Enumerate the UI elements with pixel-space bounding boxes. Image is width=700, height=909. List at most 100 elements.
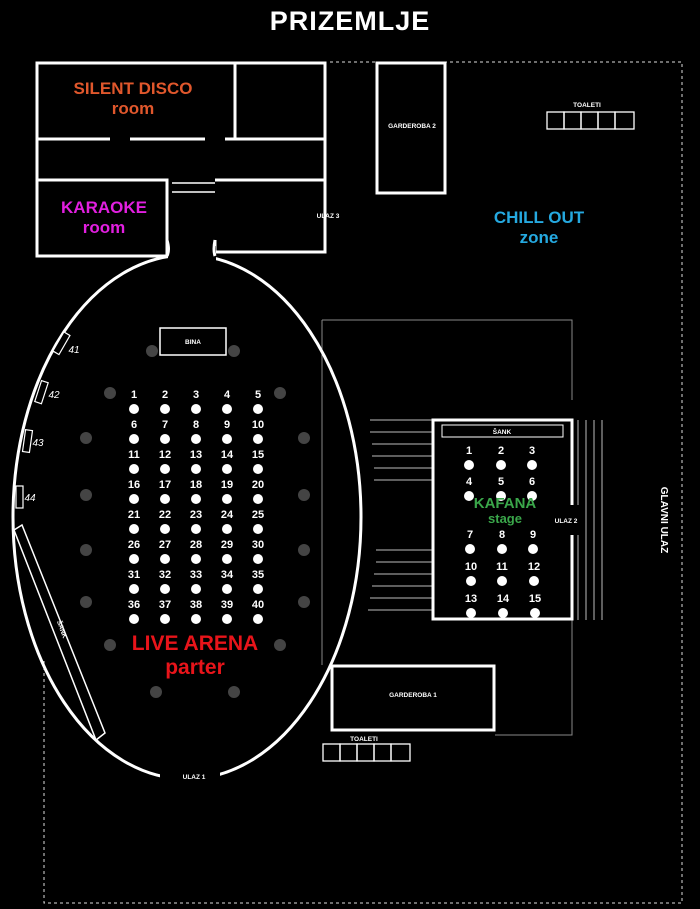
- arena-table-7: [160, 434, 170, 444]
- arena-table-label: 20: [252, 479, 264, 491]
- label-bina: BINA: [185, 339, 201, 346]
- arena-table-label: 19: [221, 479, 233, 491]
- arena-decor-dot: [150, 686, 162, 698]
- arena-table-label: 28: [190, 539, 202, 551]
- arena-table-label: 21: [128, 509, 140, 521]
- side-table-boxes: [15, 331, 71, 509]
- arena-table-label: 30: [252, 539, 264, 551]
- arena-table-label: 1: [131, 389, 137, 401]
- arena-table-label: 11: [128, 449, 140, 461]
- zone-karaoke: KARAOKE room: [40, 198, 168, 237]
- label-ulaz-3: ULAZ 3: [317, 213, 340, 220]
- arena-decor-dot: [104, 639, 116, 651]
- kafana-table-label: 11: [496, 561, 508, 573]
- arena-table-label: 5: [255, 389, 261, 401]
- kafana-table-9: [528, 544, 538, 554]
- arena-top-gap: [168, 246, 216, 266]
- arena-table-label: 9: [224, 419, 230, 431]
- arena-table-33: [191, 584, 201, 594]
- arena-table-label: 34: [221, 569, 234, 581]
- connector: [172, 182, 215, 193]
- arena-table-26: [129, 554, 139, 564]
- arena-table-label: 16: [128, 479, 140, 491]
- arena-table-19: [222, 494, 232, 504]
- arena-table-29: [222, 554, 232, 564]
- arena-table-28: [191, 554, 201, 564]
- arena-table-label: 8: [193, 419, 199, 431]
- garderoba-2-room: [375, 61, 447, 195]
- arena-table-3: [191, 404, 201, 414]
- arena-table-24: [222, 524, 232, 534]
- kafana-table-label: 1: [466, 445, 472, 457]
- arena-table-35: [253, 584, 263, 594]
- zone-silent-disco-sub: room: [111, 98, 155, 118]
- arena-table-25: [253, 524, 263, 534]
- kafana-table-label: 7: [467, 529, 473, 541]
- arena-table-label: 4: [224, 389, 231, 401]
- arena-table-label: 2: [162, 389, 168, 401]
- bina-stage: [159, 327, 227, 356]
- arena-table-20: [253, 494, 263, 504]
- ulaz-1-gap: [160, 770, 220, 784]
- arena-table-label: 33: [190, 569, 202, 581]
- toaleti-bottom-cubicles: [322, 743, 411, 762]
- arena-table-label: 18: [190, 479, 202, 491]
- arena-table-31: [129, 584, 139, 594]
- arena-table-label: 38: [190, 599, 202, 611]
- arena-table-27: [160, 554, 170, 564]
- arena-table-8: [191, 434, 201, 444]
- label-garderoba-1: GARDEROBA 1: [389, 692, 437, 699]
- arena-table-label: 32: [159, 569, 171, 581]
- arena-sank-bar: [13, 523, 106, 742]
- arena-table-18: [191, 494, 201, 504]
- zone-chill-out-sub: zone: [519, 227, 559, 247]
- kafana-table-label: 8: [499, 529, 505, 541]
- arena-table-21: [129, 524, 139, 534]
- arena-table-label: 31: [128, 569, 140, 581]
- kafana-table-label: 3: [529, 445, 535, 457]
- kafana-table-label: 2: [498, 445, 504, 457]
- arena-table-label: 22: [159, 509, 171, 521]
- arena-table-label: 37: [159, 599, 171, 611]
- arena-decor-dot: [274, 639, 286, 651]
- arena-decor-dot: [80, 596, 92, 608]
- zone-kafana: KAFANA stage: [460, 495, 550, 527]
- arena-decor-dot: [228, 345, 240, 357]
- kafana-table-6: [527, 491, 537, 501]
- arena-table-11: [129, 464, 139, 474]
- page-title: PRIZEMLJE: [269, 6, 431, 36]
- arena-table-label: 13: [190, 449, 202, 461]
- arena-decor-dot: [274, 387, 286, 399]
- arena-table-label: 40: [252, 599, 264, 611]
- kafana-table-1: [464, 460, 474, 470]
- side-table-43: 43: [32, 438, 44, 449]
- arena-decor-dot: [228, 686, 240, 698]
- arena-table-13: [191, 464, 201, 474]
- arena-table-23: [191, 524, 201, 534]
- kafana-table-7: [465, 544, 475, 554]
- arena-table-label: 12: [159, 449, 171, 461]
- arena-table-39: [222, 614, 232, 624]
- arena-table-22: [160, 524, 170, 534]
- side-room: [233, 61, 327, 141]
- arena-table-12: [160, 464, 170, 474]
- kafana-table-3: [527, 460, 537, 470]
- arena-decor-dots: [80, 345, 310, 698]
- zone-kafana-sub: stage: [488, 511, 522, 527]
- arena-decor-dot: [80, 544, 92, 556]
- zone-live-arena: LIVE ARENA parter: [115, 632, 275, 680]
- arena-table-label: 6: [131, 419, 137, 431]
- arena-table-label: 24: [221, 509, 234, 521]
- zone-karaoke-sub: room: [82, 217, 126, 237]
- arena-decor-dot: [298, 544, 310, 556]
- arena-table-17: [160, 494, 170, 504]
- arena-table-label: 14: [221, 449, 234, 461]
- zone-silent-disco-title: SILENT DISCO: [73, 79, 193, 98]
- side-table-42: 42: [48, 390, 60, 401]
- arena-table-32: [160, 584, 170, 594]
- side-table-41: 41: [68, 345, 79, 356]
- label-ulaz-2: ULAZ 2: [555, 518, 578, 525]
